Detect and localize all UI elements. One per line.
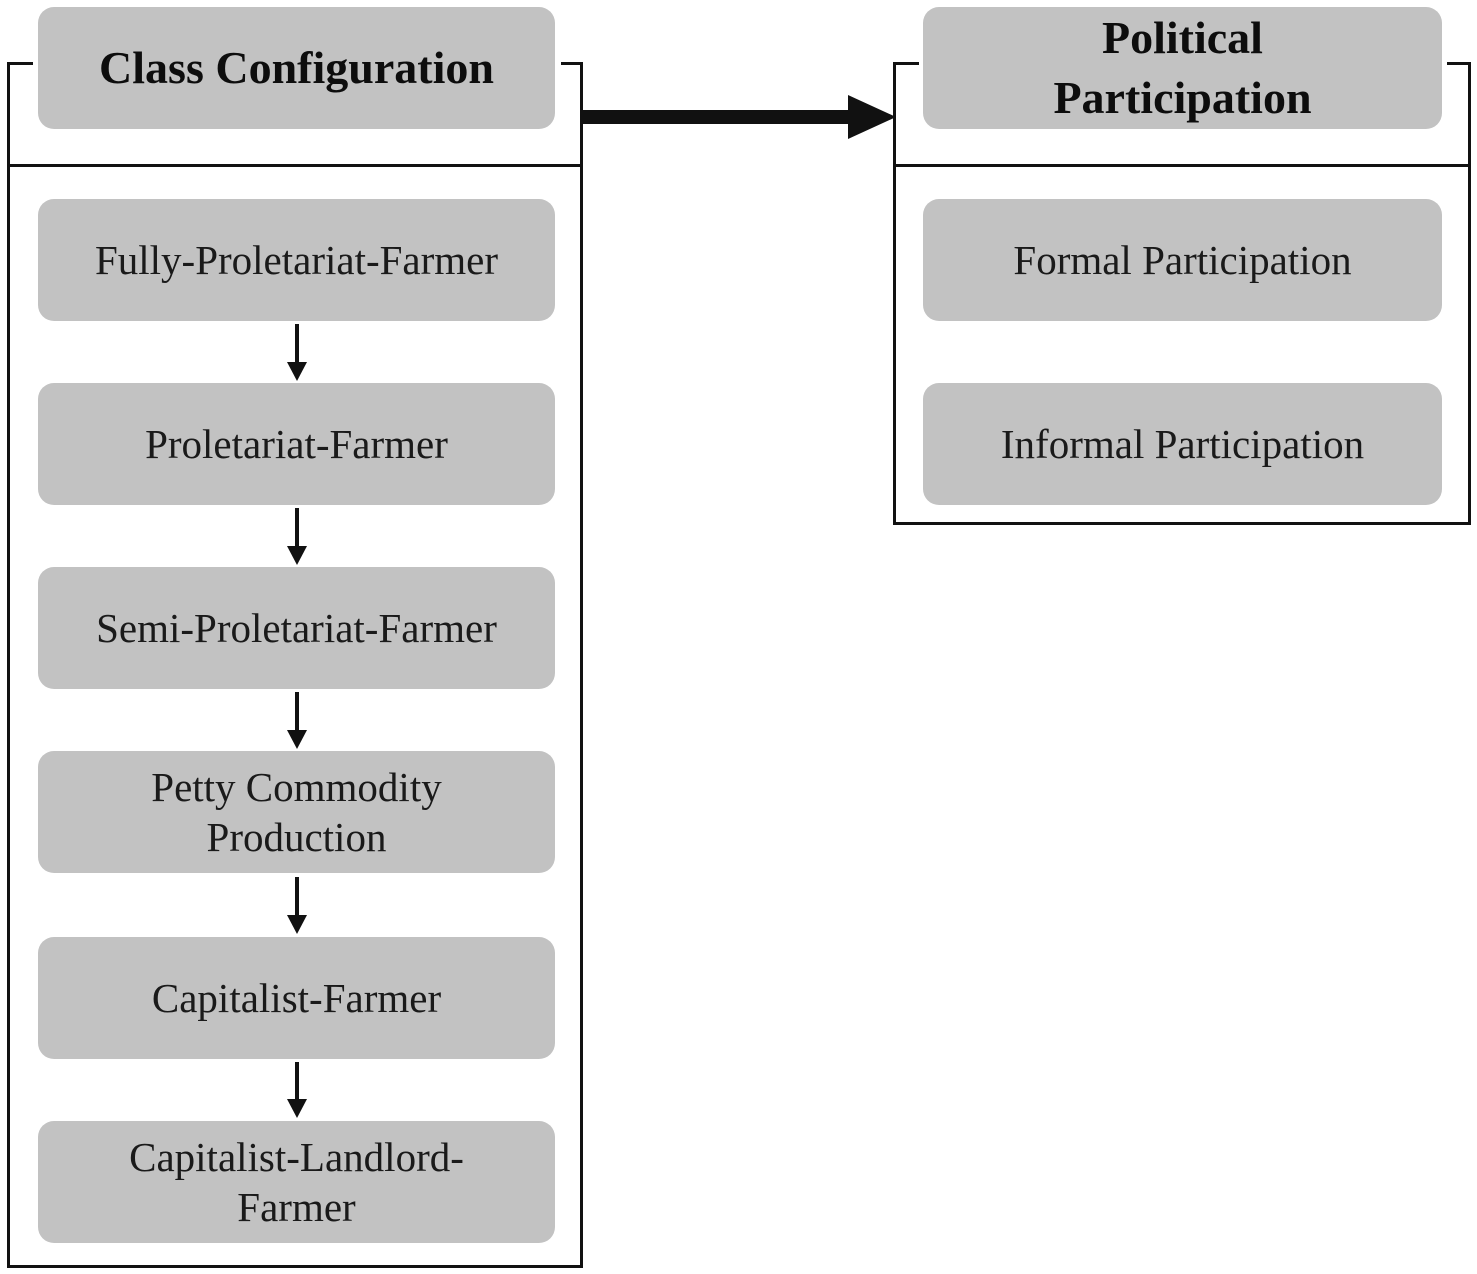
stage-box-capitalist-landlord-farmer: Capitalist-Landlord- Farmer [38,1121,555,1243]
frame-left-right-edge [580,62,583,1268]
stage-arrow-4 [287,877,307,934]
stage-box-petty-commodity-production: Petty Commodity Production [38,751,555,873]
frame-left-header-divider [7,164,583,167]
frame-left-bottom-edge [7,1265,583,1268]
participation-box-informal: Informal Participation [923,383,1442,505]
stage-arrow-1 [287,324,307,381]
stage-box-capitalist-farmer: Capitalist-Farmer [38,937,555,1059]
stage-box-semi-proletariat-farmer: Semi-Proletariat-Farmer [38,567,555,689]
frame-left-top-right-tick [561,62,583,65]
frame-left-top-tick [7,62,33,65]
participation-box-formal: Formal Participation [923,199,1442,321]
frame-right-top-right-tick [1447,62,1471,65]
frame-right-bottom-edge [893,522,1471,525]
frame-right-header-divider [893,164,1471,167]
stage-arrow-3 [287,692,307,749]
stage-arrow-2 [287,508,307,565]
main-connector-arrow [583,95,896,139]
frame-right-left-edge [893,62,896,525]
frame-left-left-edge [7,62,10,1268]
stage-box-proletariat-farmer: Proletariat-Farmer [38,383,555,505]
stage-arrow-5 [287,1062,307,1118]
political-participation-title: Political Participation [923,7,1442,129]
frame-right-top-left-tick [893,62,919,65]
frame-right-right-edge [1468,62,1471,525]
stage-box-fully-proletariat-farmer: Fully-Proletariat-Farmer [38,199,555,321]
class-configuration-title: Class Configuration [38,7,555,129]
